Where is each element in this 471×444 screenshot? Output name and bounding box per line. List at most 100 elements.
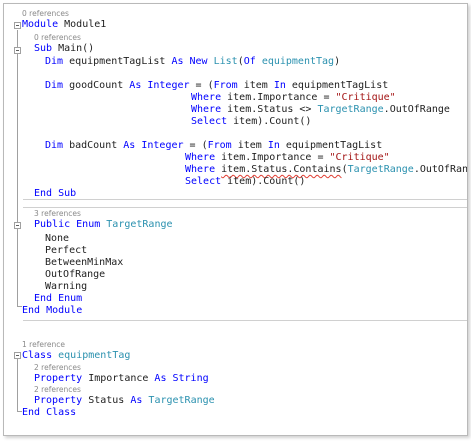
keyword: Sub — [34, 43, 53, 54]
type-name: TargetRange — [317, 104, 384, 115]
code-line-property-importance[interactable]: Property Importance As String — [34, 373, 209, 385]
string-literal: "Critique" — [329, 152, 390, 163]
code-line-select[interactable]: Select item).Count() — [191, 116, 311, 128]
keyword: From — [207, 140, 232, 151]
identifier: item.Importance = — [215, 152, 330, 163]
error-squiggle[interactable]: item.Status.Contains — [221, 164, 342, 175]
outline-guide — [17, 359, 18, 411]
enum-member[interactable]: Perfect — [45, 245, 88, 256]
code-editor[interactable]: 0 references Module Module1 0 references… — [3, 3, 468, 436]
keyword: Sub — [58, 188, 77, 199]
identifier: Status — [82, 395, 131, 406]
code-line-end-module[interactable]: End Module — [22, 305, 82, 317]
type-name: equipmentTag — [261, 56, 335, 67]
type-name: TargetRange — [148, 395, 215, 406]
keyword: As — [171, 56, 184, 67]
identifier: item).Count() — [221, 176, 306, 187]
keyword: Class — [46, 407, 77, 418]
code-line-where-status[interactable]: Where item.Status <> TargetRange.OutOfRa… — [191, 104, 450, 116]
identifier: item.Status <> — [221, 104, 318, 115]
identifier: badCount — [63, 140, 124, 151]
keyword: Public — [34, 219, 71, 230]
type-name: TargetRange — [347, 164, 414, 175]
outline-guide-end — [17, 411, 22, 412]
keyword: End — [34, 188, 53, 199]
code-line-property-status[interactable]: Property Status As TargetRange — [34, 395, 215, 407]
keyword: Where — [185, 152, 216, 163]
keyword: Where — [191, 92, 222, 103]
outline-guide-end — [17, 306, 22, 307]
punctuation: ( — [341, 164, 348, 175]
type-name: TargetRange — [106, 219, 173, 230]
keyword: As — [123, 140, 136, 151]
collapse-enum-icon[interactable] — [14, 222, 21, 229]
keyword: Property — [34, 373, 83, 384]
keyword: Module — [46, 305, 83, 316]
code-line-sub-main[interactable]: Sub Main() — [34, 43, 94, 55]
code-line-dim-goodcount[interactable]: Dim goodCount As Integer = (From item In… — [45, 80, 388, 92]
codelens-class-references[interactable]: 1 reference — [22, 340, 65, 349]
keyword: Select — [191, 116, 228, 127]
codelens-main-references[interactable]: 0 references — [34, 33, 81, 42]
code-line-where-importance[interactable]: Where item.Importance = "Critique" — [191, 92, 396, 104]
identifier: goodCount — [63, 80, 130, 91]
keyword: Enum — [58, 293, 83, 304]
codelens-module-references[interactable]: 0 references — [22, 9, 69, 18]
punctuation: = ( — [183, 140, 208, 151]
enum-member[interactable]: Warning — [45, 281, 88, 292]
code-line-where-importance[interactable]: Where item.Importance = "Critique" — [185, 152, 390, 164]
identifier: item — [237, 80, 274, 91]
code-line-end-enum[interactable]: End Enum — [34, 293, 82, 305]
codelens-importance-references[interactable]: 2 references — [34, 363, 81, 372]
identifier: Module1 — [58, 19, 107, 30]
code-line-select[interactable]: Select item).Count() — [185, 176, 305, 188]
collapse-sub-icon[interactable] — [14, 47, 21, 54]
code-line-where-contains[interactable]: Where item.Status.Contains(TargetRange.O… — [185, 164, 467, 176]
keyword: Select — [185, 176, 222, 187]
punctuation: ) — [334, 56, 341, 67]
keyword: String — [172, 373, 209, 384]
type-name: equipmentTag — [58, 350, 131, 361]
identifier: Importance — [82, 373, 155, 384]
collapse-module-icon[interactable] — [14, 22, 21, 29]
identifier: item — [231, 140, 268, 151]
keyword: As — [129, 80, 142, 91]
keyword: Dim — [45, 56, 64, 67]
identifier: equipmentTagList — [285, 80, 389, 91]
identifier: Main() — [52, 43, 95, 54]
keyword: Dim — [45, 80, 64, 91]
keyword: From — [213, 80, 238, 91]
keyword: Integer — [147, 80, 190, 91]
keyword: Class — [22, 350, 53, 361]
code-line-end-class[interactable]: End Class — [22, 407, 76, 419]
punctuation: = ( — [189, 80, 214, 91]
method-separator — [23, 320, 467, 321]
code-line-end-sub[interactable]: End Sub — [34, 188, 76, 200]
enum-member[interactable]: None — [45, 233, 70, 244]
string-literal: "Critique" — [335, 92, 396, 103]
keyword: Dim — [45, 140, 64, 151]
keyword: End — [22, 305, 41, 316]
codelens-status-references[interactable]: 2 references — [34, 385, 81, 394]
enum-member[interactable]: BetweenMinMax — [45, 257, 124, 268]
code-line-dim-list[interactable]: Dim equipmentTagList As New List(Of equi… — [45, 56, 341, 67]
code-line-module[interactable]: Module Module1 — [22, 19, 106, 31]
keyword: In — [273, 80, 286, 91]
keyword: Integer — [141, 140, 184, 151]
keyword: In — [267, 140, 280, 151]
keyword: End — [22, 407, 41, 418]
keyword: Where — [185, 164, 216, 175]
code-line-dim-badcount[interactable]: Dim badCount As Integer = (From item In … — [45, 140, 382, 152]
method-separator — [23, 199, 467, 200]
code-line-enum[interactable]: Public Enum TargetRange — [34, 219, 173, 231]
keyword: Property — [34, 395, 83, 406]
enum-member[interactable]: OutOfRange — [45, 269, 106, 280]
identifier: item.Importance = — [221, 92, 336, 103]
identifier: equipmentTagList — [63, 56, 172, 67]
keyword: Where — [191, 104, 222, 115]
identifier: item).Count() — [227, 116, 312, 127]
code-line-class[interactable]: Class equipmentTag — [22, 350, 130, 362]
codelens-enum-references[interactable]: 3 references — [34, 209, 81, 218]
keyword: Module — [22, 19, 59, 30]
collapse-class-icon[interactable] — [14, 352, 21, 359]
